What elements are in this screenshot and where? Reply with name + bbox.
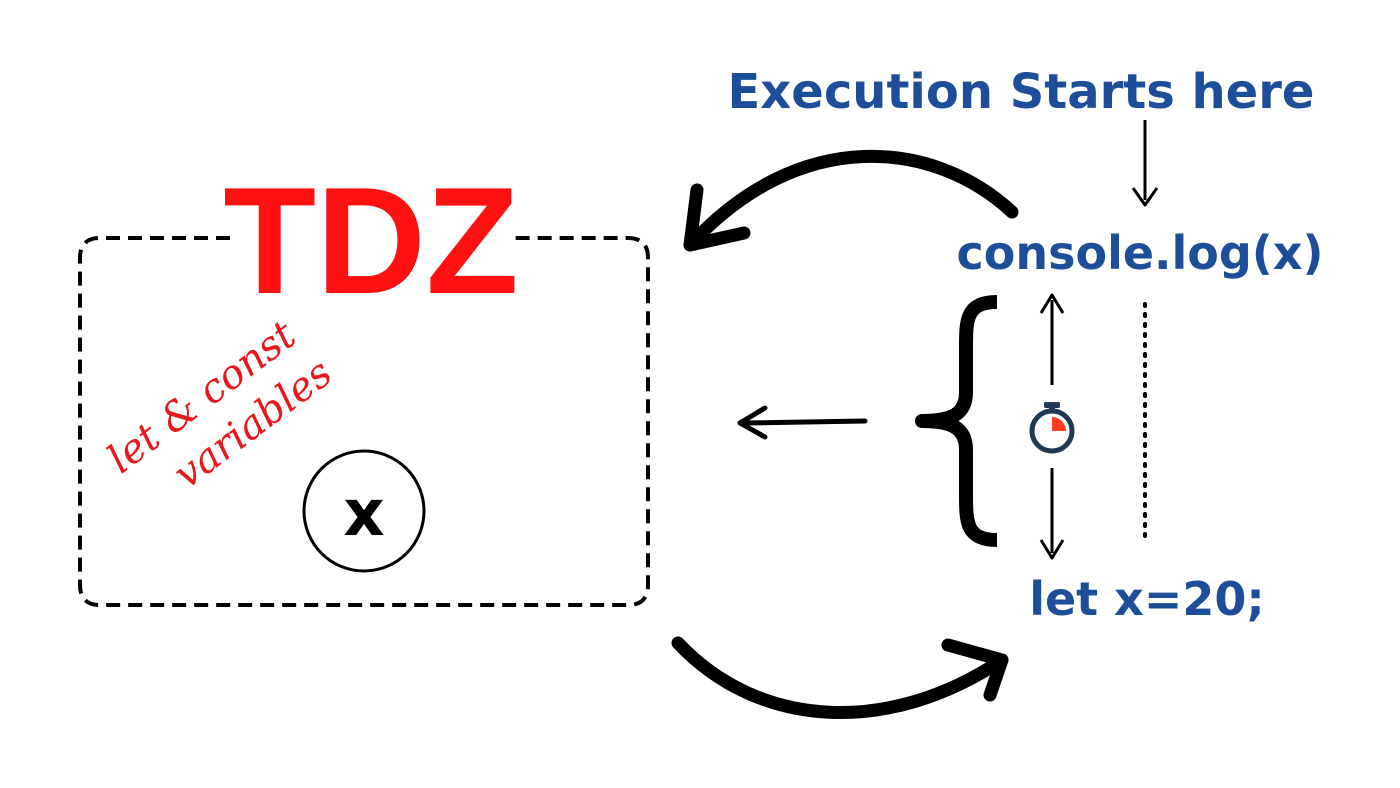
- stopwatch-icon: [1029, 402, 1075, 454]
- variable-badge: x: [302, 449, 426, 573]
- curved-arrow-bottom: [671, 636, 1009, 719]
- left-curly-brace-icon: [915, 295, 998, 547]
- time-span-arrow: [1039, 293, 1065, 560]
- tdz-zone-border: [78, 236, 650, 607]
- execution-down-arrow: [1131, 120, 1159, 207]
- left-arrow: [737, 405, 868, 440]
- code-line-console-log: console.log(x): [956, 226, 1323, 280]
- curved-arrow-top: [683, 149, 1019, 252]
- variable-circle: [302, 449, 426, 573]
- variable-name: x: [343, 477, 384, 551]
- zone-note: let & const variables: [99, 312, 341, 498]
- tdz-title: TDZ: [223, 156, 518, 326]
- execution-label: Execution Starts here: [728, 64, 1315, 120]
- code-line-let-declaration: let x=20;: [1029, 572, 1265, 626]
- tdz-zone: TDZ let & const variables x: [78, 156, 650, 607]
